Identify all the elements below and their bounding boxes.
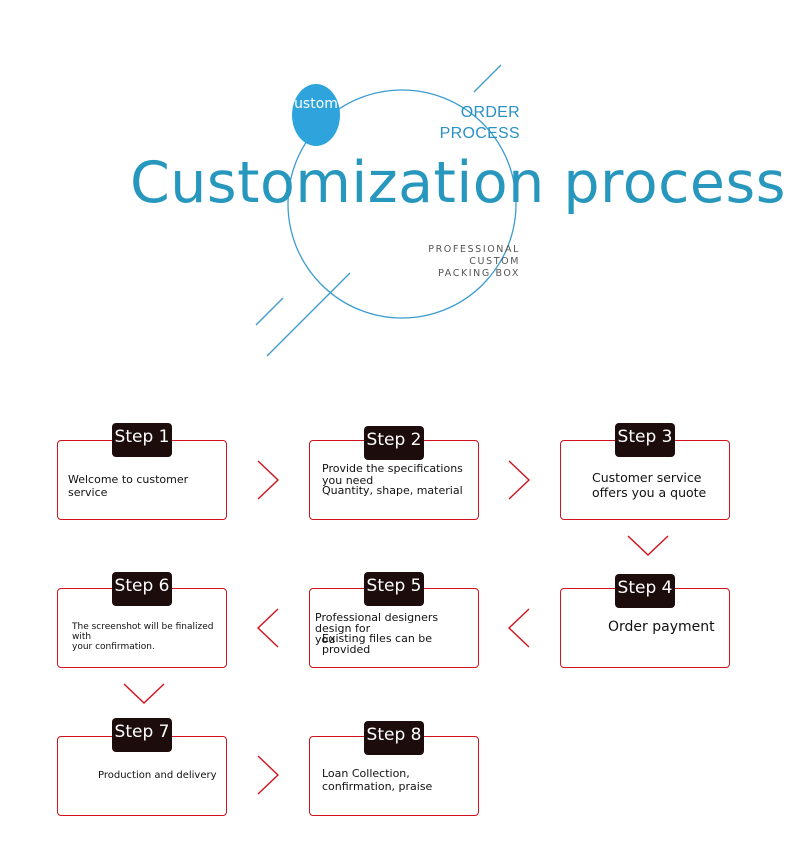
packing-line: CUSTOM <box>469 256 520 267</box>
packing-box-label: PROFESSIONAL CUSTOM PACKING BOX <box>420 244 520 280</box>
step-6-text: your confirmation. <box>72 642 155 652</box>
decorative-line <box>255 297 284 326</box>
order-process-label: ORDER PROCESS <box>430 102 520 144</box>
decorative-line <box>266 272 351 357</box>
step-1-tag: Step 1 <box>112 423 172 457</box>
step-3-tag: Step 3 <box>615 423 675 457</box>
decorative-line <box>473 64 502 93</box>
step-2-text: you need <box>322 474 374 487</box>
step-8-text: Loan Collection, <box>322 767 410 780</box>
arrow-right-icon <box>257 460 280 500</box>
step-8-tag: Step 8 <box>364 721 424 755</box>
step-7-text: Production and delivery <box>98 770 217 781</box>
arrow-right-icon <box>508 460 531 500</box>
step-7-tag: Step 7 <box>112 718 172 752</box>
blue-badge-circle <box>292 84 340 146</box>
step-5-tag: Step 5 <box>364 572 424 606</box>
order-process-line: PROCESS <box>439 125 520 142</box>
step-5-text: Existing files can be <box>322 632 433 645</box>
arrow-down-icon <box>627 535 669 556</box>
step-2-tag: Step 2 <box>364 426 424 460</box>
arrow-left-icon <box>256 608 279 648</box>
badge-text: ustom <box>294 96 338 112</box>
step-4-text: Order payment <box>608 619 715 635</box>
step-3-text: offers you a quote <box>592 485 707 500</box>
packing-line: PACKING BOX <box>438 268 520 279</box>
order-process-line: ORDER <box>460 104 520 121</box>
step-2-text: Provide the specifications <box>322 462 463 475</box>
page-title: Customization process <box>130 150 786 216</box>
step-5-text: Professional designers design for <box>315 611 439 635</box>
step-8-text: confirmation, praise <box>322 780 433 793</box>
arrow-down-icon <box>123 683 165 704</box>
step-3-text: Customer service <box>592 470 702 485</box>
packing-line: PROFESSIONAL <box>428 244 520 255</box>
arrow-right-icon <box>257 755 280 795</box>
step-5-text: provided <box>322 643 371 656</box>
step-6-tag: Step 6 <box>112 572 172 606</box>
step-1-text: Welcome to customer service <box>68 473 189 499</box>
step-5-text: you <box>315 633 336 646</box>
step-2-text: Quantity, shape, material <box>322 484 463 497</box>
step-6-text: The screenshot will be finalized with <box>72 622 214 642</box>
step-4-tag: Step 4 <box>615 574 675 608</box>
arrow-left-icon <box>507 608 530 648</box>
